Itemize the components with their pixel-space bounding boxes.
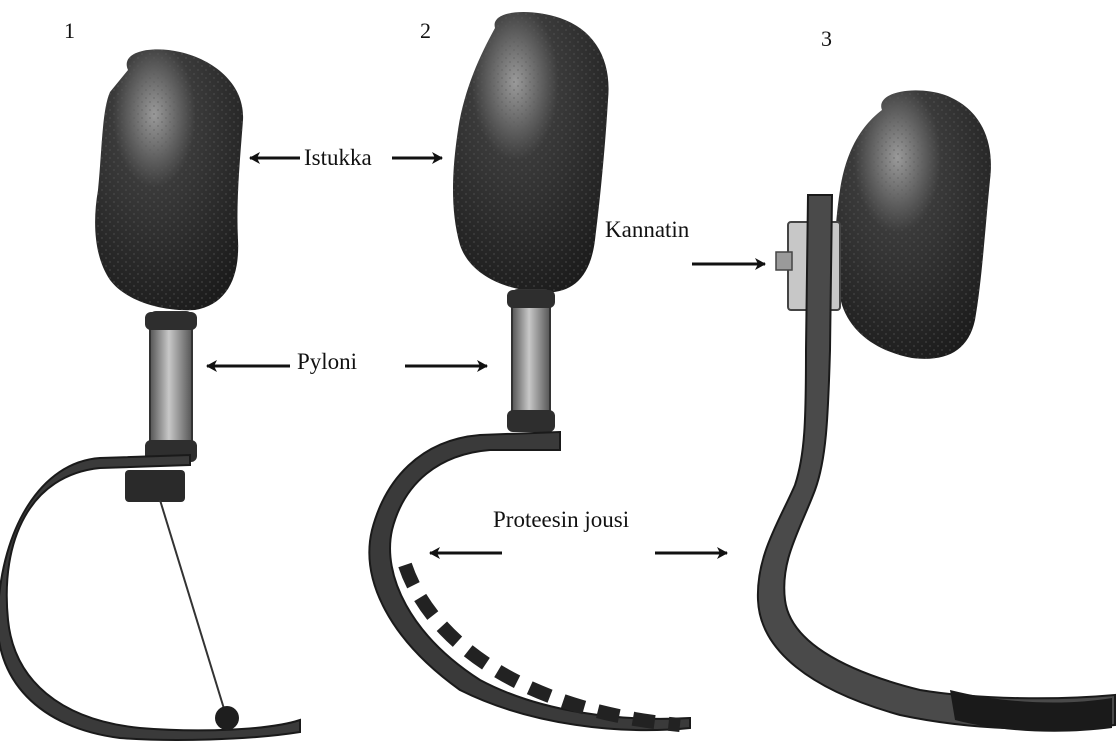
socket-3 [835,90,991,358]
pylon-label: Pyloni [297,350,357,373]
spring-label: Proteesin jousi [493,508,629,531]
panel-number-3: 3 [821,28,832,50]
pylon-1 [150,312,192,462]
socket-2 [453,12,609,292]
prosthesis-1 [0,49,300,740]
prosthesis-2 [369,12,690,730]
socket-1 [95,49,243,310]
panel-number-2: 2 [420,20,431,42]
bracket-label: Kannatin [605,218,689,241]
socket-label: Istukka [304,146,372,169]
pylon-2 [512,290,550,430]
prosthesis-3 [758,90,1115,731]
panel-number-1: 1 [64,20,75,42]
